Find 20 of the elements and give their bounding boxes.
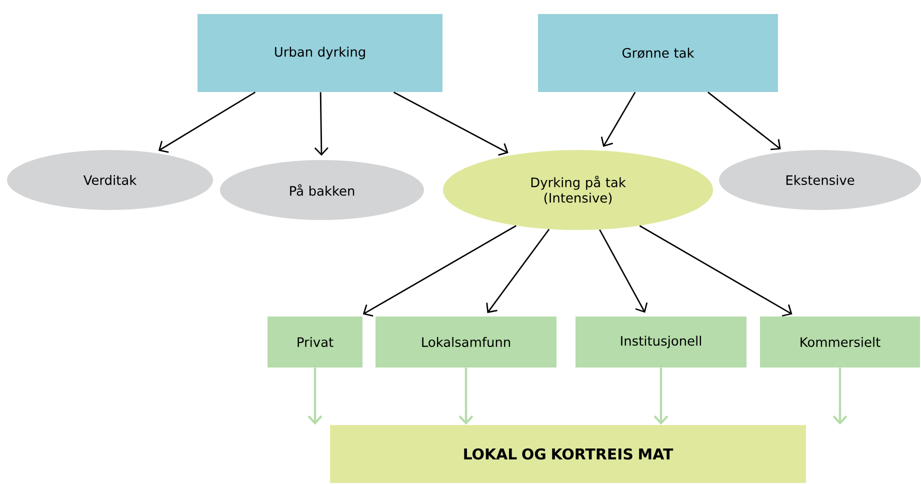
- arrow: [654, 368, 668, 425]
- arrow: [362, 225, 516, 317]
- arrow: [308, 368, 322, 425]
- category-box: Urban dyrking: [198, 14, 442, 92]
- arrow: [458, 368, 474, 425]
- arrow: [600, 92, 636, 147]
- arrow: [314, 92, 328, 156]
- category-box: Grønne tak: [538, 14, 778, 92]
- arrow: [486, 228, 550, 314]
- category-box: Privat: [268, 316, 362, 368]
- result-box: LOKAL OG KORTREIS MAT: [330, 425, 806, 483]
- category-box: Institusjonell: [576, 316, 746, 368]
- arrow: [639, 225, 792, 317]
- category-box: Lokalsamfunn: [376, 316, 556, 368]
- arrow: [599, 229, 648, 313]
- category-box: Kommersielt: [760, 316, 920, 368]
- arrow: [158, 92, 256, 153]
- arrow: [832, 368, 848, 425]
- arrow: [393, 92, 508, 156]
- arrow: [708, 92, 781, 150]
